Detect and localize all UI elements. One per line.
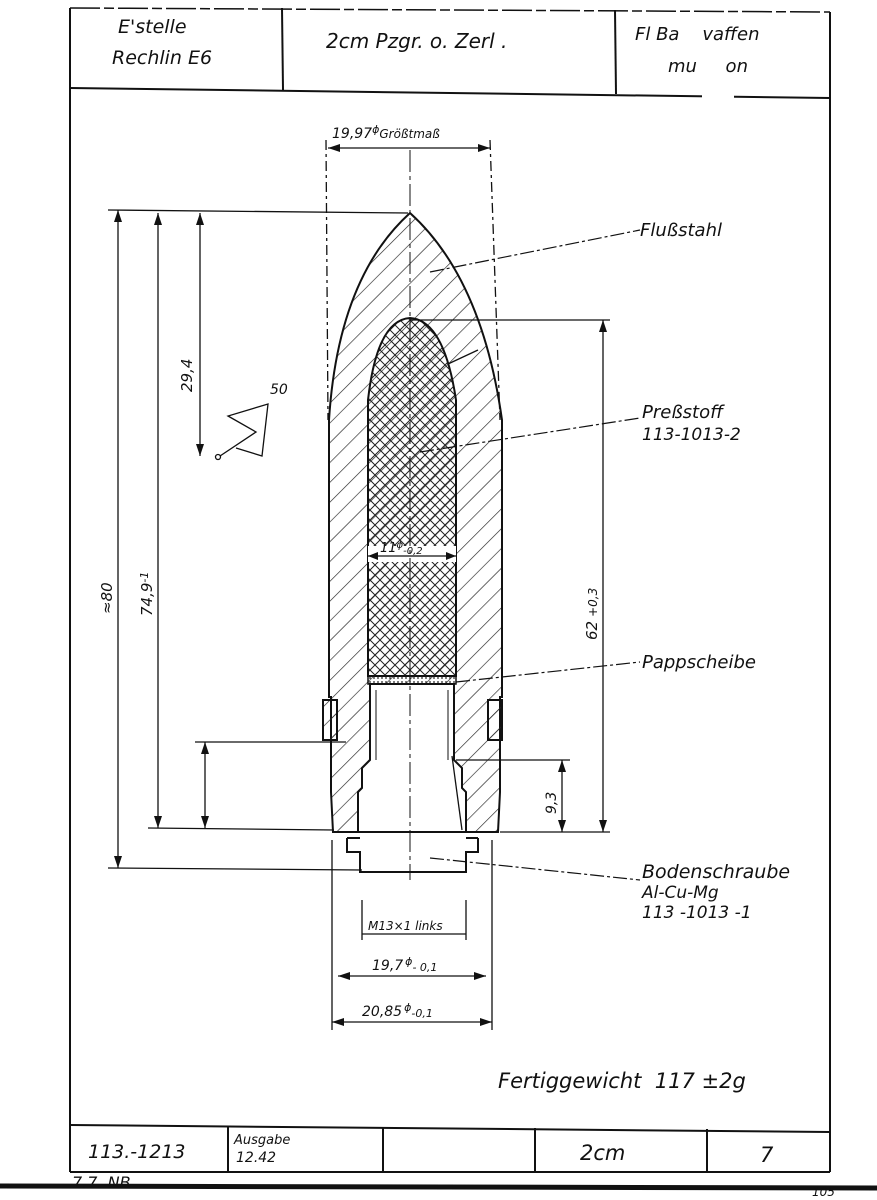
dimension-labels: 19,97ϕGrößtmaß 29,4 50 ≈80 74,9-1 62+0,3… xyxy=(98,123,601,1020)
base-bore xyxy=(357,683,467,833)
ogive-height-label: 29,4 xyxy=(178,359,196,392)
filler-length-label: 62+0,3 xyxy=(583,588,601,640)
base-depth-label: 9,3 xyxy=(544,792,560,814)
dimension-arrows xyxy=(114,144,607,1026)
callout-base-part: 113 -1013 -1 xyxy=(642,903,752,923)
callout-base-material: Al-Cu-Mg xyxy=(641,883,719,903)
rotating-band-left xyxy=(322,699,338,741)
footer-block: 113.-1213 Ausgabe 12.42 2cm 7 7.7. NB 10… xyxy=(72,1133,835,1199)
overall-length-label: ≈80 xyxy=(98,582,116,614)
drawing-number: 113.-1213 xyxy=(88,1141,186,1163)
rotating-band-right xyxy=(487,699,503,741)
title-center: 2cm Pzgr. o. Zerl . xyxy=(326,29,507,53)
cardboard-disc xyxy=(367,675,457,685)
dimension-lines xyxy=(107,139,610,1030)
ogive-radius-label: 50 xyxy=(270,382,288,398)
callout-steel: Flußstahl xyxy=(640,220,722,241)
issue-date: 12.42 xyxy=(236,1150,276,1166)
caliber: 2cm xyxy=(580,1141,625,1165)
body-length-label: 74,9-1 xyxy=(138,572,156,616)
callout-filler: Preßstoff xyxy=(642,402,725,423)
page-number: 105 xyxy=(812,1185,835,1199)
thread-label: M13×1 links xyxy=(368,919,443,933)
callout-filler-part: 113-1013-2 xyxy=(642,425,741,445)
finished-weight: Fertiggewicht 117 ±2g xyxy=(498,1069,746,1093)
base-screw-outline xyxy=(346,838,479,873)
sheet-number: 7 xyxy=(760,1143,774,1167)
title-left-line2: Rechlin E6 xyxy=(112,47,212,69)
torn-corner xyxy=(702,18,734,98)
filler-charge xyxy=(367,316,457,677)
title-right-line1: Fl Ba vaffen xyxy=(635,24,760,45)
leader-lines xyxy=(419,229,641,881)
page-bottom-edge xyxy=(0,1183,877,1191)
title-block: E'stelle Rechlin E6 2cm Pzgr. o. Zerl . … xyxy=(112,16,760,77)
title-left-line1: E'stelle xyxy=(118,16,187,38)
projectile-section xyxy=(322,150,503,880)
margin-note: 7.7. NB xyxy=(72,1173,131,1192)
callout-base-screw: Bodenschraube xyxy=(642,861,790,883)
max-diameter-label: 19,97ϕGrößtmaß xyxy=(332,123,440,142)
issue-label: Ausgabe xyxy=(233,1133,290,1148)
callouts: Flußstahl Preßstoff 113-1013-2 Pappschei… xyxy=(640,220,790,923)
title-right-line2: mu on xyxy=(668,56,748,77)
filler-diameter-label: 11ϕ-0,2 xyxy=(380,540,423,557)
callout-disc: Pappscheibe xyxy=(642,652,756,673)
filler-diameter-strip xyxy=(368,546,456,562)
